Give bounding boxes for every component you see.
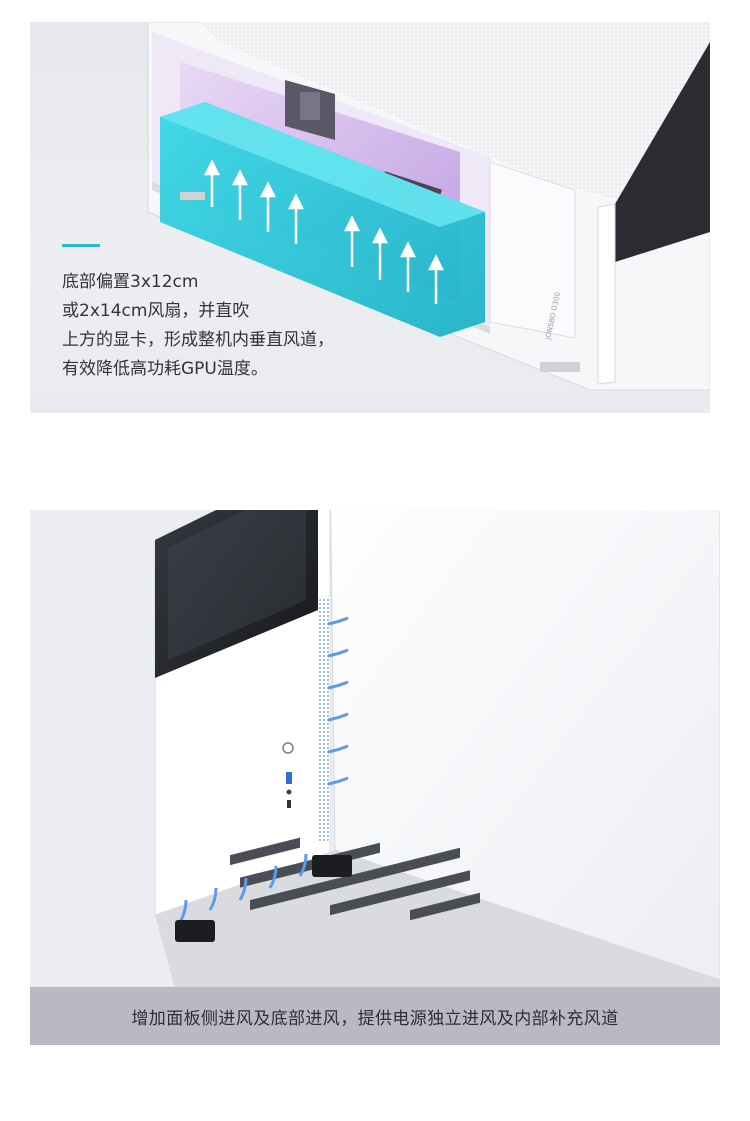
side-mesh-intake: [318, 596, 330, 844]
arrow-up-icon: [208, 887, 218, 911]
accent-line: [62, 244, 100, 247]
arrow-up-icon: [298, 853, 308, 877]
arrow-left-icon: [327, 616, 349, 626]
caption-bar: 增加面板侧进风及底部进风，提供电源独立进风及内部补充风道: [30, 987, 720, 1045]
airflow-illustration-top: JONSBO D300 底部偏置3x12cm 或2x14cm风扇，并直吹 上方的…: [30, 22, 710, 413]
arrow-up-icon: [238, 877, 248, 901]
case-foot: [312, 855, 352, 877]
description-line: 上方的显卡，形成整机内垂直风道，: [62, 330, 334, 350]
description-line: 有效降低高功耗GPU温度。: [62, 359, 268, 379]
case-interior-render: JONSBO D300: [147, 22, 710, 391]
airflow-illustration-bottom: 增加面板侧进风及底部进风，提供电源独立进风及内部补充风道: [30, 510, 720, 1045]
description-line: 或2x14cm风扇，并直吹: [62, 301, 250, 321]
arrow-left-icon: [327, 744, 349, 754]
arrow-left-icon: [327, 712, 349, 722]
arrow-left-icon: [327, 776, 349, 786]
side-airflow-arrows: [327, 616, 349, 786]
arrow-up-icon: [231, 169, 249, 220]
arrow-up-icon: [371, 227, 389, 280]
arrow-up-icon: [343, 215, 361, 267]
usb-port-icon: [286, 772, 292, 784]
arrow-up-icon: [287, 193, 305, 244]
audio-jack-icon: [286, 789, 292, 795]
tempered-glass-panel: [155, 510, 318, 678]
arrow-up-icon: [259, 181, 277, 232]
caption-text: 增加面板侧进风及底部进风，提供电源独立进风及内部补充风道: [131, 1008, 619, 1029]
power-button-icon: [282, 742, 294, 754]
arrow-left-icon: [327, 680, 349, 690]
arrow-up-icon: [399, 241, 417, 292]
case-exterior-render: [154, 510, 720, 1045]
gpu-highlight: [160, 102, 485, 337]
description-line: 底部偏置3x12cm: [62, 272, 199, 292]
usb-c-port-icon: [287, 800, 291, 808]
arrow-up-icon: [427, 254, 445, 304]
arrow-left-icon: [327, 648, 349, 658]
arrow-up-icon: [268, 865, 278, 889]
arrow-up-icon: [203, 159, 221, 207]
airflow-arrows-up: [203, 159, 445, 304]
feature-description: 底部偏置3x12cm 或2x14cm风扇，并直吹 上方的显卡，形成整机内垂直风道…: [62, 268, 422, 384]
case-foot: [175, 920, 215, 942]
